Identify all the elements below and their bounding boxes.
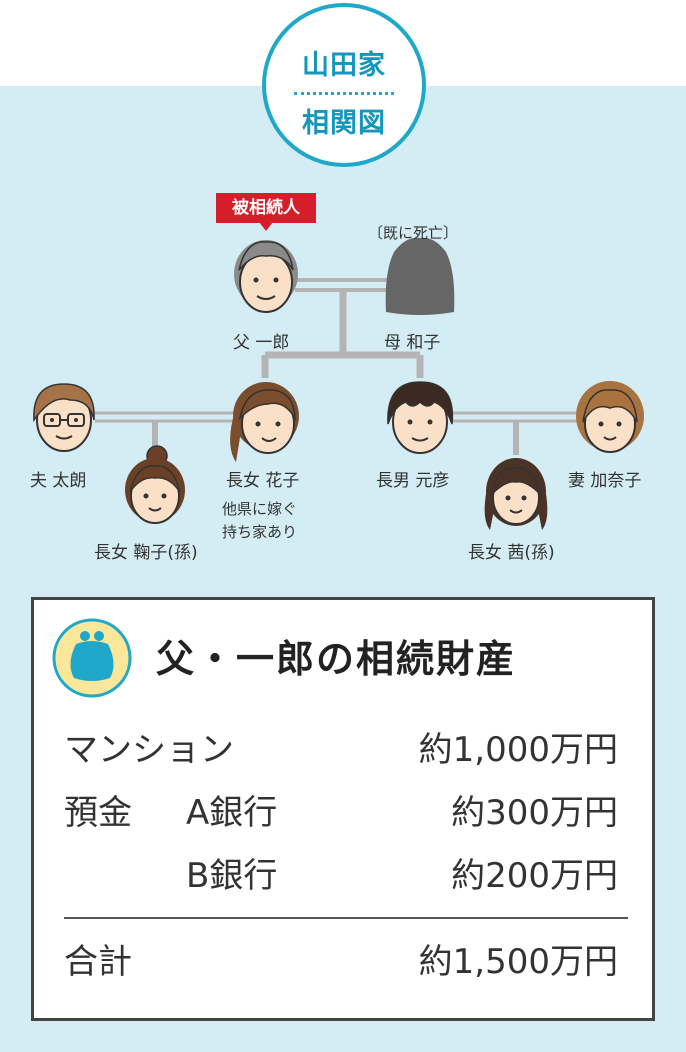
title-divider bbox=[294, 92, 394, 95]
title-family-name: 山田家 bbox=[302, 50, 386, 81]
total-label: 合計 bbox=[64, 942, 132, 982]
tree-connectors bbox=[95, 278, 580, 455]
row-1-value: 約1,000万円 bbox=[418, 730, 618, 770]
granddaughter-1-avatar bbox=[125, 445, 185, 524]
title-badge: 山田家 相関図 bbox=[262, 3, 426, 167]
father-avatar bbox=[234, 240, 298, 313]
label-wife: 妻 加奈子 bbox=[568, 471, 642, 491]
husband-avatar bbox=[33, 383, 95, 452]
daughter-avatar bbox=[230, 382, 299, 462]
label-daughter: 長女 花子 bbox=[226, 471, 300, 491]
decedent-tag-pointer bbox=[259, 222, 273, 231]
total-value: 約1,500万円 bbox=[418, 942, 618, 982]
row-3-value: 約200万円 bbox=[451, 856, 618, 896]
label-son: 長男 元彦 bbox=[376, 471, 450, 491]
purse-icon bbox=[52, 618, 132, 698]
row-2-label: 預金 bbox=[64, 793, 132, 833]
row-2-value: 約300万円 bbox=[451, 793, 618, 833]
title-subtitle: 相関図 bbox=[302, 108, 386, 139]
label-daughter-note-1: 他県に嫁ぐ bbox=[222, 500, 298, 518]
mother-silhouette bbox=[385, 237, 455, 315]
label-husband: 夫 太朗 bbox=[30, 471, 87, 491]
label-daughter-note-2: 持ち家あり bbox=[222, 523, 298, 541]
estate-panel: 父・一郎の相続財産 マンション 約1,000万円 預金 A銀行 約300万円 B… bbox=[31, 597, 655, 1021]
row-3-sublabel: B銀行 bbox=[186, 856, 278, 896]
wife-avatar bbox=[576, 381, 644, 453]
decedent-tag: 被相続人 bbox=[216, 193, 316, 223]
total-divider bbox=[64, 917, 628, 919]
granddaughter-2-avatar bbox=[484, 458, 548, 530]
deceased-note: 〔既に死亡〕 bbox=[368, 224, 459, 242]
label-mother: 母 和子 bbox=[384, 333, 441, 353]
son-avatar bbox=[387, 381, 454, 454]
label-granddaughter-1: 長女 鞠子(孫) bbox=[94, 543, 198, 563]
row-2-sublabel: A銀行 bbox=[186, 793, 278, 833]
row-1-label: マンション bbox=[64, 730, 234, 770]
label-granddaughter-2: 長女 茜(孫) bbox=[468, 543, 555, 563]
label-father: 父 一郎 bbox=[233, 333, 290, 353]
family-tree bbox=[33, 237, 644, 530]
estate-heading: 父・一郎の相続財産 bbox=[156, 637, 517, 681]
